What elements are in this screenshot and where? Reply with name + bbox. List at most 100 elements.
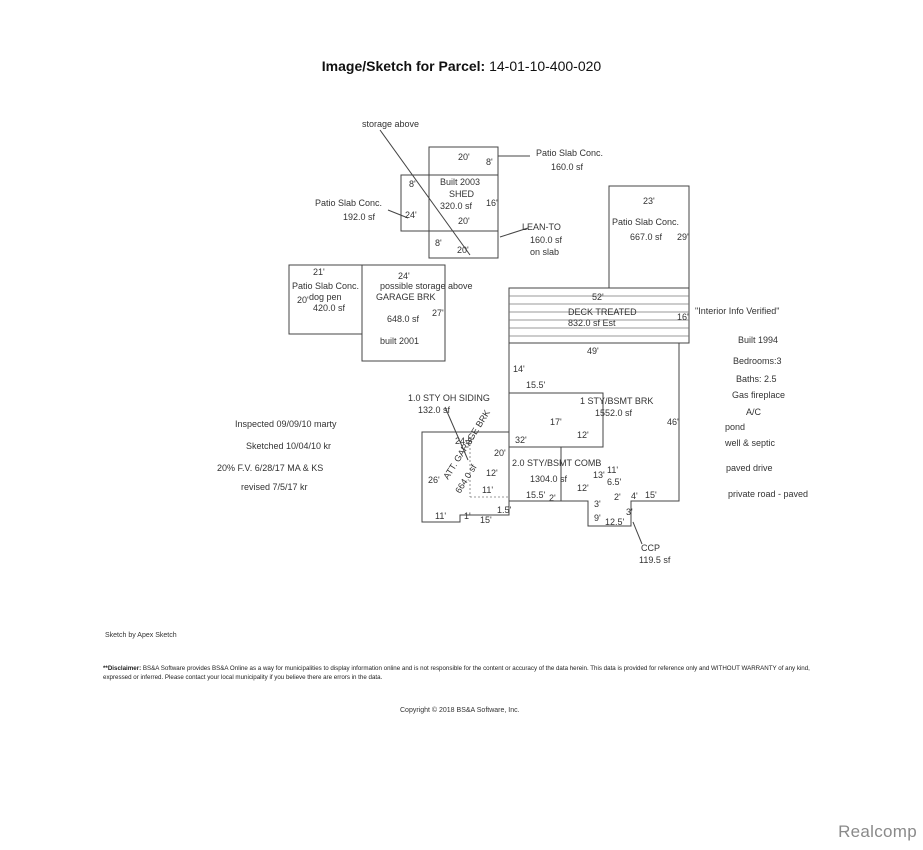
deck-name: DECK TREATED (568, 307, 637, 317)
house-dim-11a: 11' (607, 465, 618, 475)
patio-left-name: Patio Slab Conc. (315, 198, 382, 208)
disclaimer: **Disclaimer: BS&A Software provides BS&… (103, 664, 823, 682)
realcomp-watermark: Realcomp (838, 822, 917, 841)
house-dim-4: 4' (631, 491, 638, 501)
shed-dim-8b: 8' (409, 179, 416, 189)
dog-pen-area: 420.0 sf (313, 303, 346, 313)
att-garage-dim-24-5: 24.5' (455, 436, 475, 446)
house-dim-9: 9' (594, 513, 601, 523)
patio-right-dim-29: 29' (677, 232, 689, 242)
garage-area: 648.0 sf (387, 314, 420, 324)
interior-verified: "Interior Info Verified" (695, 306, 780, 316)
house-dim-3b: 3' (626, 507, 633, 517)
lean-to-name: LEAN-TO (522, 222, 561, 232)
shed-top-dim: 20' (458, 152, 470, 162)
revised-note: revised 7/5/17 kr (241, 482, 308, 492)
lean-to-dim-20: 20' (457, 245, 469, 255)
parcel-number: 14-01-10-400-020 (489, 58, 602, 74)
pond: pond (725, 422, 746, 432)
house-dim-12-5: 12.5' (605, 517, 625, 527)
storage-above-label: storage above (362, 119, 419, 129)
patio-right-dim-23: 23' (643, 196, 655, 206)
shed-name: SHED (449, 189, 475, 199)
baths: Baths: 2.5 (736, 374, 777, 384)
two-story-area: 1304.0 sf (530, 474, 568, 484)
att-garage-outline (421, 393, 510, 523)
deck-dim-52: 52' (592, 292, 604, 302)
house-dim-6-5: 6.5' (607, 477, 622, 487)
house-dim-32: 32' (515, 435, 527, 445)
house-dim-46: 46' (667, 417, 679, 427)
patio-top-area: 160.0 sf (551, 162, 584, 172)
patio-right-name: Patio Slab Conc. (612, 217, 679, 227)
att-garage-dim-11b: 11' (435, 511, 446, 521)
shed-dim-16: 16' (486, 198, 498, 208)
patio-left-dim-24: 24' (405, 210, 417, 220)
siding-area: 132.0 sf (418, 405, 451, 415)
att-garage-dim-26: 26' (428, 475, 440, 485)
bedrooms: Bedrooms:3 (733, 356, 782, 366)
garage-note: possible storage above (380, 281, 473, 291)
deck-area: 832.0 sf Est (568, 318, 616, 328)
shed-dim-20: 20' (458, 216, 470, 226)
att-garage-dim-20: 20' (494, 448, 506, 458)
two-story-name: 2.0 STY/BSMT COMB (512, 458, 601, 468)
house-dim-12a: 12' (577, 430, 589, 440)
patio-right-area: 667.0 sf (630, 232, 663, 242)
house-dim-12b: 12' (577, 483, 589, 493)
dog-pen-name: Patio Slab Conc. (292, 281, 359, 291)
dog-pen-dim-20: 20' (297, 295, 309, 305)
dog-pen-note: dog pen (309, 292, 342, 302)
inspected-note: Inspected 09/09/10 marty (235, 419, 337, 429)
lean-to-dim-8: 8' (435, 238, 442, 248)
house-dim-17: 17' (550, 417, 562, 427)
att-garage-dim-1-5: 1.5' (497, 505, 512, 515)
att-garage-dim-11a: 11' (482, 485, 493, 495)
house-area: 1552.0 sf (595, 408, 633, 418)
siding-label: 1.0 STY OH SIDING (408, 393, 490, 403)
ac: A/C (746, 407, 762, 417)
dog-pen-dim-21: 21' (313, 267, 325, 277)
shed-area: 320.0 sf (440, 201, 473, 211)
house-dim-15-5b: 15.5' (526, 490, 546, 500)
title-prefix: Image/Sketch for Parcel: (321, 58, 486, 74)
copyright: Copyright © 2018 BS&A Software, Inc. (400, 707, 520, 714)
disclaimer-text: BS&A Software provides BS&A Online as a … (103, 665, 810, 681)
house-outline (508, 342, 680, 527)
deck-dim-16: 16' (677, 312, 689, 322)
sketched-note: Sketched 10/04/10 kr (246, 441, 332, 451)
private-road: private road - paved (728, 489, 809, 499)
disclaimer-label: **Disclaimer: (103, 665, 142, 672)
patio-left-area: 192.0 sf (343, 212, 376, 222)
att-garage-dim-1: 1' (464, 511, 471, 521)
garage-name: GARAGE BRK (376, 292, 436, 302)
page-title: Image/Sketch for Parcel: 14-01-10-400-02… (0, 58, 923, 74)
ccp-name: CCP (641, 543, 660, 553)
lean-to-area: 160.0 sf (530, 235, 563, 245)
fv-note: 20% F.V. 6/28/17 MA & KS (217, 463, 324, 473)
garage-dim-27: 27' (432, 308, 444, 318)
house-dim-2b: 2' (614, 492, 621, 502)
house-dim-3a: 3' (594, 499, 601, 509)
house-dim-13: 13' (593, 470, 605, 480)
well-septic: well & septic (725, 438, 776, 448)
garage-built: built 2001 (380, 336, 419, 346)
house-dim-49: 49' (587, 346, 599, 356)
house-dim-15-5a: 15.5' (526, 380, 546, 390)
house-dim-14: 14' (513, 364, 525, 374)
att-garage-dim-12: 12' (486, 468, 498, 478)
patio-left-outline (400, 174, 430, 232)
garage-dim-24: 24' (398, 271, 410, 281)
paved-drive: paved drive (726, 463, 773, 473)
lean-to-note: on slab (530, 247, 559, 257)
house-name: 1 STY/BSMT BRK (580, 396, 653, 406)
shed-dim-8a: 8' (486, 157, 493, 167)
house-dim-2a: 2' (549, 493, 556, 503)
house-dim-15: 15' (645, 490, 657, 500)
ccp-area: 119.5 sf (639, 555, 671, 565)
built-year: Built 1994 (738, 335, 779, 345)
shed-built: Built 2003 (440, 177, 480, 187)
fireplace: Gas fireplace (732, 390, 786, 400)
att-garage-dim-15: 15' (480, 515, 492, 525)
sketch-by: Sketch by Apex Sketch (105, 632, 177, 639)
